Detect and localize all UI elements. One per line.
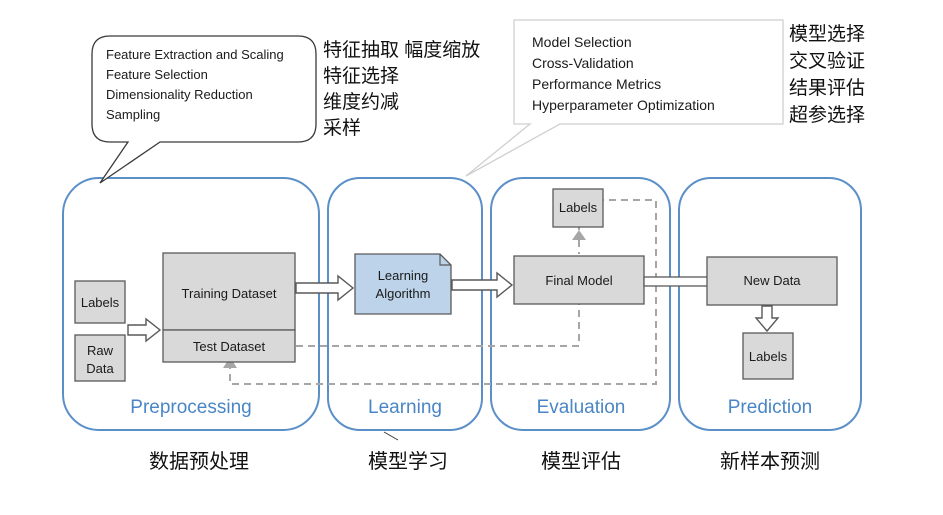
cn-note-dimensionality-reduction: 维度约减 (323, 91, 399, 113)
cn-note-sampling: 采样 (323, 117, 361, 139)
learning-algorithm-corner-fold (439, 254, 451, 266)
cn-note-model-selection: 模型选择 (789, 23, 865, 45)
raw-to-dataset-arrow (127, 317, 162, 343)
prediction-panel-title: Prediction (728, 397, 813, 418)
test-to-model-dashed-line (296, 304, 580, 347)
learning-pointer-mark (383, 431, 399, 441)
learning-algorithm-label-line1: Learning (378, 268, 429, 283)
final-model-box (513, 255, 645, 305)
test-dataset-box (162, 329, 296, 363)
final-model-label: Final Model (545, 273, 612, 288)
labels-box-prediction (742, 332, 794, 380)
labels-box-prediction-label: Labels (749, 349, 788, 364)
newdata-to-labels-arrow (754, 305, 780, 333)
cn-note-feature-extraction: 特征抽取 幅度缩放 (323, 39, 480, 61)
training-to-algorithm-arrow (295, 274, 355, 302)
cn-note-hyperparameter-selection: 超参选择 (789, 104, 865, 126)
raw-data-label-line1: Raw (87, 343, 114, 358)
labels-box-evaluation (552, 188, 604, 228)
evaluation-panel-title: Evaluation (537, 397, 626, 418)
labels-box-input (74, 280, 126, 324)
preprocessing-cn-caption: 数据预处理 (149, 450, 249, 473)
learning-algorithm-box (354, 253, 452, 315)
cn-note-feature-selection: 特征选择 (323, 65, 399, 87)
raw-data-label-line2: Data (86, 361, 114, 376)
note-line-dimensionality-reduction: Dimensionality Reduction (106, 87, 253, 102)
raw-data-box (74, 334, 126, 382)
note-line-hyperparameter-optimization: Hyperparameter Optimization (532, 97, 715, 113)
note-line-feature-selection: Feature Selection (106, 67, 208, 82)
note-line-feature-extraction: Feature Extraction and Scaling (106, 47, 284, 62)
note-line-cross-validation: Cross-Validation (532, 55, 634, 71)
algorithm-to-model-arrow (451, 271, 514, 299)
training-dataset-label: Training Dataset (182, 286, 277, 301)
note-line-sampling: Sampling (106, 107, 160, 122)
model-to-newdata-connector (643, 276, 709, 287)
new-data-label: New Data (743, 273, 801, 288)
labels-box-evaluation-label: Labels (559, 200, 598, 215)
cn-note-cross-validation: 交叉验证 (789, 50, 865, 72)
learning-cn-caption: 模型学习 (368, 450, 448, 473)
learning-panel-title: Learning (368, 397, 442, 418)
preprocessing-panel-title: Preprocessing (130, 397, 251, 418)
evaluation-note-box (465, 19, 784, 177)
training-dataset-box (162, 252, 296, 331)
note-line-model-selection: Model Selection (532, 34, 632, 50)
note-line-performance-metrics: Performance Metrics (532, 76, 661, 92)
prediction-cn-caption: 新样本预测 (720, 450, 820, 473)
cn-note-result-evaluation: 结果评估 (789, 77, 865, 99)
test-dataset-label: Test Dataset (193, 339, 266, 354)
preprocessing-note-bubble (91, 35, 317, 184)
evaluation-cn-caption: 模型评估 (541, 450, 621, 473)
learning-algorithm-label-line2: Algorithm (376, 286, 431, 301)
labels-eval-arrowhead (572, 230, 586, 240)
labels-box-input-label: Labels (81, 295, 120, 310)
new-data-box (706, 256, 838, 306)
